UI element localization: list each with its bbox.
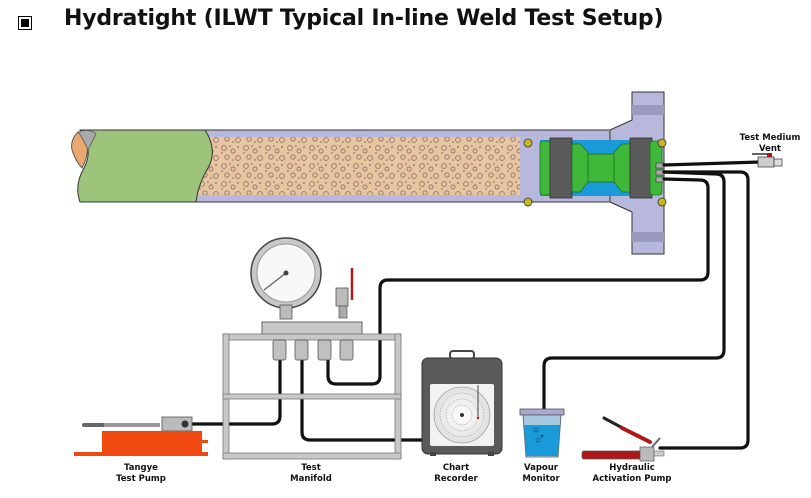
gauge-needle (263, 272, 287, 291)
page-title: Hydratight (ILWT Typical In-line Weld Te… (64, 6, 664, 31)
label-manifold-line1: Test (301, 463, 321, 473)
fill-material (195, 137, 520, 195)
seal-left (549, 137, 573, 199)
label-vent-line2: Vent (759, 144, 781, 154)
hydraulic-activation-pump (581, 416, 665, 462)
label-hydraulic-line2: Activation Pump (593, 474, 672, 484)
square-bullet-icon (18, 16, 32, 30)
label-chart-line2: Recorder (434, 474, 478, 484)
label-manifold-line2: Manifold (290, 474, 332, 484)
label-hydraulic-line1: Hydraulic (609, 463, 655, 473)
hose-manifold (326, 177, 710, 386)
manifold-valve (335, 287, 349, 307)
label-vapour-line1: Vapour (524, 463, 559, 473)
seal-right (629, 137, 653, 199)
test-manifold (222, 237, 402, 460)
label-tangye-line1: Tangye (124, 463, 158, 473)
label-chart-line1: Chart (443, 463, 469, 473)
tangye-test-pump (74, 416, 208, 456)
label-tangye-line2: Test Pump (116, 474, 166, 484)
label-vent-line1: Test Medium (740, 133, 801, 143)
hose-chart-recorder (300, 358, 430, 442)
label-vapour-line2: Monitor (522, 474, 560, 484)
hose-vent (662, 160, 762, 167)
hose-test-pump (190, 358, 282, 426)
vapour-monitor (519, 408, 565, 458)
test-medium-vent-valve (752, 153, 783, 168)
hoses (190, 160, 762, 450)
hose-hydraulic (658, 170, 750, 450)
pipeline-section (71, 91, 667, 255)
chart-recorder (421, 350, 503, 456)
title-row (18, 8, 32, 38)
pipe-coating (77, 129, 213, 203)
hose-vapour (542, 170, 726, 430)
